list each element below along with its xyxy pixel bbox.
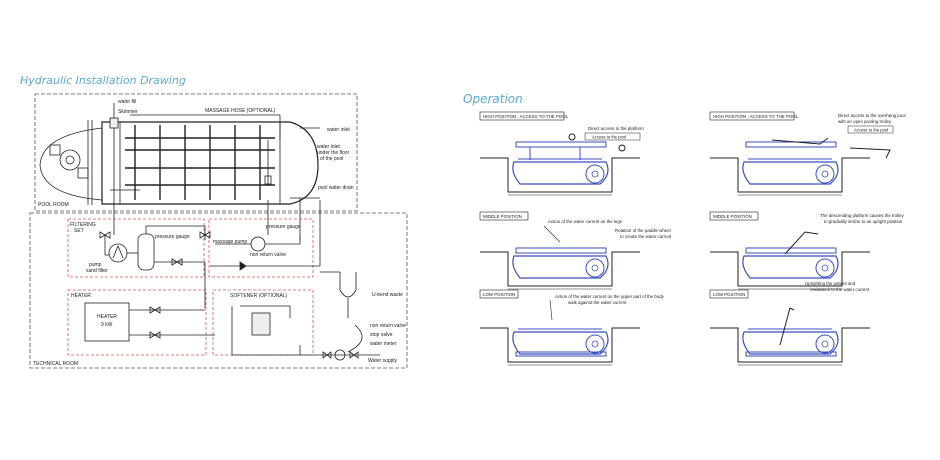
massage-frame <box>208 218 314 278</box>
technical-room-frame <box>29 212 408 369</box>
panel-arrow: Access to the pool <box>592 135 626 140</box>
label-softener: SOFTENER (OPTIONAL) <box>230 293 288 299</box>
panel-note: Action of the water current on the upper… <box>555 294 665 299</box>
label-pressure-gauge-1: pressure gauge <box>155 234 190 240</box>
label-heater: HEATER <box>71 293 91 299</box>
panel-middle-1: MIDDLE POSITION Action of the water curr… <box>479 211 672 290</box>
panel-note-2: resistance to the water current <box>810 287 870 292</box>
label-non-return-valve: non return valve <box>250 252 286 258</box>
panel-label: LOW POSITION <box>713 292 745 297</box>
label-stop-valve: stop valve <box>370 332 393 338</box>
filtering-set-frame <box>67 218 205 278</box>
label-filtering-1: FILTERING <box>70 222 96 228</box>
label-sand-filter: sand filter <box>86 268 108 274</box>
heater-box <box>84 302 130 342</box>
panel-label: LOW POSITION <box>483 292 515 297</box>
panel-note: Direct access to the overhang pool <box>838 113 906 118</box>
u-bend <box>339 272 357 298</box>
pool-rails <box>125 125 275 200</box>
skimmer <box>109 117 119 129</box>
heater-frame <box>67 289 207 356</box>
panel-arrow: Access to the pool <box>854 128 888 133</box>
label-u-bend: U-bend waste <box>372 292 403 298</box>
label-skimmer: Skimmer <box>118 109 138 115</box>
label-filtering-2: SET <box>74 228 84 234</box>
pool-left-bulge <box>39 127 103 201</box>
label-massage-pump: massage pump <box>213 239 247 245</box>
hydraulic-title: Hydraulic Installation Drawing <box>20 74 186 87</box>
panel-note: Action of the water current on the legs <box>548 219 623 224</box>
water-meter <box>334 349 346 361</box>
panel-note-2: with an open pooling trolley <box>838 119 892 124</box>
pool-room-frame <box>34 93 358 212</box>
panel-note-2: walk against the water current <box>568 300 627 305</box>
softener-unit <box>251 312 271 336</box>
label-massage-hose: MASSAGE HOSE (OPTIONAL) <box>205 108 276 114</box>
operation-panels: HIGH POSITION : ACCESS TO THE POOL Direc… <box>479 111 906 366</box>
label-water-meter: water meter <box>370 341 397 347</box>
label-water-inlet-floor-1: water inlet <box>317 144 340 150</box>
panel-note-4: to create the water current <box>620 234 672 239</box>
label-pool-water-drain: pool water drain <box>318 185 354 191</box>
label-heater-box-2: 9 kW <box>101 322 113 328</box>
panel-label: HIGH POSITION : ACCESS TO THE POOL <box>713 114 799 119</box>
panel-note: Direct access to the platform <box>588 126 644 131</box>
label-water-supply: Water supply <box>368 358 397 364</box>
panel-high-2: HIGH POSITION : ACCESS TO THE POOL Direc… <box>709 111 906 196</box>
panel-middle-2: MIDDLE POSITION The descending platform … <box>709 211 905 290</box>
label-water-inlet-floor-3: of the pool <box>320 156 343 162</box>
panel-label: MIDDLE POSITION <box>483 214 522 219</box>
label-non-return-valve-2: non return valve <box>370 323 406 329</box>
label-pump: pump <box>89 262 102 268</box>
pool-tank <box>101 121 319 205</box>
paddle-wheel <box>59 149 81 171</box>
hydraulic-labels: water fill Skimmer MASSAGE HOSE (OPTIONA… <box>33 99 406 367</box>
label-water-inlet-floor-2: under the floor <box>317 150 350 156</box>
hydraulic-drawing <box>29 93 408 369</box>
label-technical-room: TECHNICAL ROOM <box>33 361 78 367</box>
label-pressure-gauge-2: pressure gauge <box>266 224 301 230</box>
panel-label: MIDDLE POSITION <box>713 214 752 219</box>
panel-note-2: to gradually incline to an upright posit… <box>824 219 903 224</box>
operation-title: Operation <box>463 92 523 106</box>
label-heater-box-1: HEATER <box>97 314 117 320</box>
panel-high-1: HIGH POSITION : ACCESS TO THE POOL Direc… <box>479 111 644 196</box>
panel-low-2: LOW POSITION Uprighting the patient and … <box>709 281 871 366</box>
sand-filter <box>137 233 155 271</box>
label-water-fill: water fill <box>118 99 136 105</box>
panel-note: The descending platform causes the troll… <box>820 213 905 218</box>
panel-label: HIGH POSITION : ACCESS TO THE POOL <box>483 114 569 119</box>
panel-note-3: Rotation of the paddle wheel <box>615 228 671 233</box>
label-pool-room: POOL ROOM <box>38 202 69 208</box>
panel-low-1: LOW POSITION Action of the water current… <box>479 289 665 366</box>
massage-pump <box>250 236 266 252</box>
panel-note: Uprighting the patient and <box>805 281 856 286</box>
label-water-inlet: water inlet <box>327 127 350 133</box>
